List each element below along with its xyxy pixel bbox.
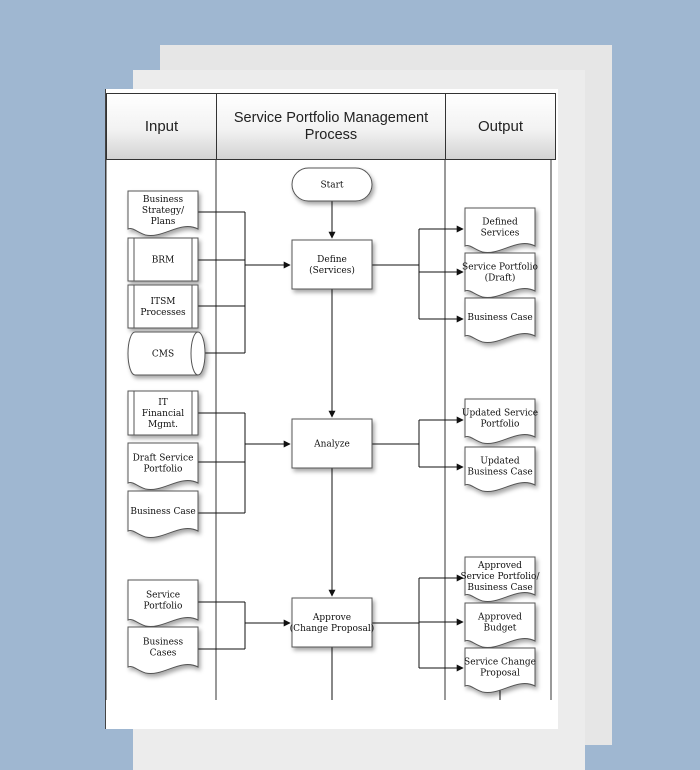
output-service-portfolio-draft-text: (Draft) <box>485 273 516 284</box>
start-terminator[interactable]: Start <box>291 167 373 202</box>
input-brm[interactable]: BRM <box>127 237 199 282</box>
input-business-strategy-plans-text: Business <box>143 195 184 205</box>
input-draft-service-portfolio-text: Draft Service <box>133 454 194 464</box>
input-cms[interactable]: CMS <box>127 331 206 376</box>
input-cms-text: CMS <box>152 350 174 360</box>
analyze-box[interactable]: Analyze <box>291 418 373 469</box>
input-service-portfolio-text: Portfolio <box>144 602 183 612</box>
define-services-box-text: Define <box>317 255 347 265</box>
output-business-case[interactable]: Business Case <box>464 297 536 344</box>
output-service-portfolio-draft[interactable]: Service Portfolio(Draft) <box>462 252 538 299</box>
lane-header-input: Input <box>106 93 217 160</box>
input-business-cases-text: Business <box>143 638 184 648</box>
output-approved-service-portfolio-business-case-text: Approved <box>477 561 522 571</box>
start-terminator-text: Start <box>320 181 343 191</box>
input-business-cases-text: Cases <box>150 649 177 659</box>
input-it-financial-mgmt-text: IT <box>158 398 168 408</box>
output-business-case-text: Business Case <box>467 313 532 323</box>
lane-header-output-label: Output <box>477 118 524 135</box>
output-updated-service-portfolio-text: Updated Service <box>462 409 538 419</box>
output-service-portfolio-draft-text: Service Portfolio <box>462 263 538 273</box>
input-brm-text: BRM <box>152 256 175 266</box>
connectors <box>198 201 501 700</box>
define-services-box[interactable]: Define(Services) <box>291 239 373 290</box>
output-updated-business-case-text: Updated <box>480 457 519 467</box>
approve-box[interactable]: Approve(Change Proposal) <box>290 597 375 648</box>
lane-header-process: Service Portfolio Management Process <box>216 93 446 160</box>
input-draft-service-portfolio-text: Portfolio <box>144 465 183 475</box>
lane-header-input-label: Input <box>144 118 179 135</box>
input-itsm-processes-text: ITSM <box>151 297 176 307</box>
lane-header-output: Output <box>445 93 556 160</box>
output-defined-services-text: Defined <box>482 218 518 228</box>
lane-dividers <box>105 160 552 700</box>
output-approved-service-portfolio-business-case-text: Service Portfolio/ <box>461 572 541 582</box>
output-defined-services-text: Services <box>481 229 520 239</box>
output-updated-service-portfolio-text: Portfolio <box>481 420 520 430</box>
output-approved-service-portfolio-business-case-text: Business Case <box>467 583 532 593</box>
output-updated-business-case-text: Business Case <box>467 468 532 478</box>
input-business-strategy-plans-text: Strategy/ <box>142 206 185 216</box>
lane-header-process-line1: Service Portfolio Management <box>233 109 429 126</box>
output-service-change-proposal-text: Proposal <box>480 669 520 679</box>
define-services-box-text: (Services) <box>309 265 355 276</box>
input-business-case-text: Business Case <box>130 507 195 517</box>
input-service-portfolio-text: Service <box>146 591 180 601</box>
output-approved-budget-text: Approved <box>477 613 522 623</box>
input-itsm-processes-text: Processes <box>140 308 186 318</box>
output-service-change-proposal-text: Service Change <box>464 658 536 668</box>
output-approved-budget-text: Budget <box>484 624 517 634</box>
input-it-financial-mgmt-text: Mgmt. <box>148 420 178 430</box>
input-it-financial-mgmt-text: Financial <box>142 409 184 419</box>
input-business-strategy-plans-text: Plans <box>151 217 176 227</box>
approve-box-text: Approve <box>312 613 351 623</box>
approve-box-text: (Change Proposal) <box>290 623 375 634</box>
input-business-case[interactable]: Business Case <box>127 490 199 539</box>
analyze-box-text: Analyze <box>313 440 350 450</box>
lane-header-process-line2: Process <box>304 126 358 143</box>
